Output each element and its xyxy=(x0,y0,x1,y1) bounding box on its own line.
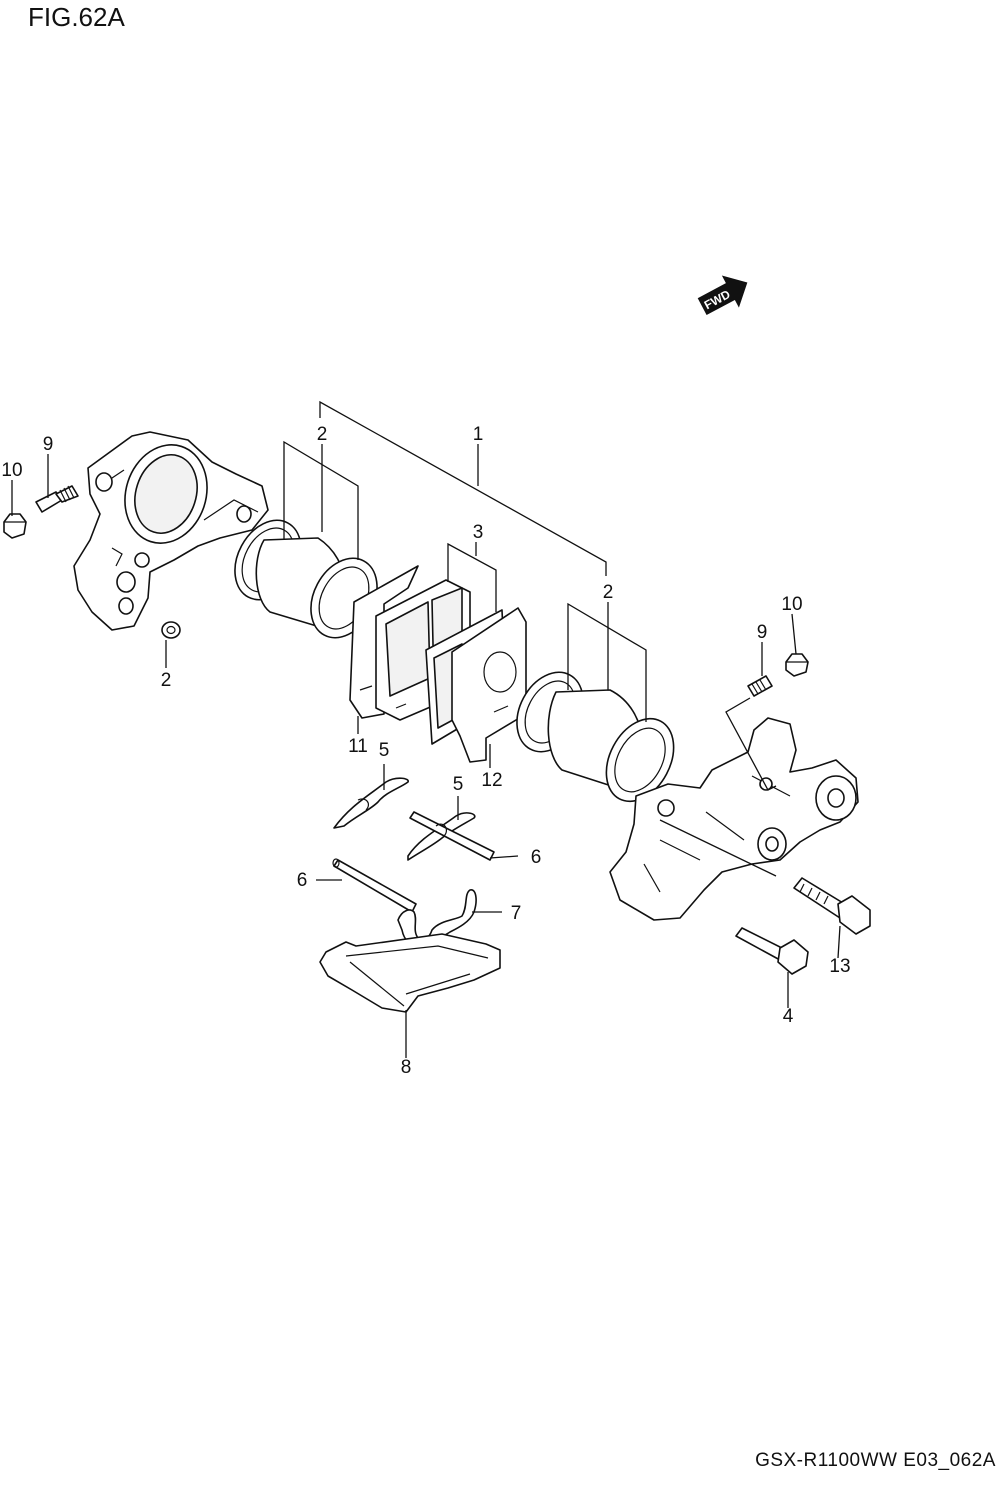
callout-13: 13 xyxy=(829,956,850,977)
callout-8: 8 xyxy=(401,1057,412,1078)
callout-11: 11 xyxy=(348,736,368,757)
pad-spring-left xyxy=(333,777,409,829)
callout-9-left: 9 xyxy=(43,434,54,455)
pad-cover xyxy=(319,933,501,1013)
callout-10-right: 10 xyxy=(781,594,802,615)
callout-2-right-piston: 2 xyxy=(603,582,614,603)
callout-2-washer: 2 xyxy=(161,670,172,691)
pad-spring-mid xyxy=(407,811,495,861)
washer xyxy=(161,621,181,639)
brake-pad-right xyxy=(425,607,527,763)
callout-6-right: 6 xyxy=(531,847,542,868)
callout-1: 1 xyxy=(473,424,484,445)
piston-left xyxy=(234,519,378,639)
bleeder-cap-left xyxy=(3,513,27,539)
pad-pin-left xyxy=(332,858,417,913)
leader-lines xyxy=(11,400,841,1058)
callout-2-left-piston: 2 xyxy=(317,424,328,445)
bleeder-screw-right xyxy=(747,675,773,697)
callouts: 1 2 2 2 3 4 5 5 6 6 7 8 9 9 10 10 11 12 … xyxy=(1,424,850,1078)
bleeder-screw-left xyxy=(35,485,79,513)
figure-title: FIG.62A xyxy=(28,2,125,32)
callout-5-mid: 5 xyxy=(453,774,464,795)
callout-9-right: 9 xyxy=(757,622,768,643)
piston-right xyxy=(516,671,675,803)
callout-3: 3 xyxy=(473,522,484,543)
callout-7: 7 xyxy=(511,903,522,924)
diagram-code: GSX-R1100WW E03_062A xyxy=(755,1450,996,1471)
caliper-right-half xyxy=(609,717,859,921)
fwd-arrow-icon: FWD xyxy=(697,275,748,315)
callout-5-left: 5 xyxy=(379,740,390,761)
caliper-bolt-4 xyxy=(735,927,809,975)
caliper-bolt-13 xyxy=(793,877,871,935)
caliper-left-half xyxy=(73,431,269,631)
callout-4: 4 xyxy=(783,1006,794,1027)
callout-10-left: 10 xyxy=(1,460,22,481)
callout-12: 12 xyxy=(481,770,502,791)
bleeder-cap-right xyxy=(785,653,809,677)
callout-6-left: 6 xyxy=(297,870,308,891)
